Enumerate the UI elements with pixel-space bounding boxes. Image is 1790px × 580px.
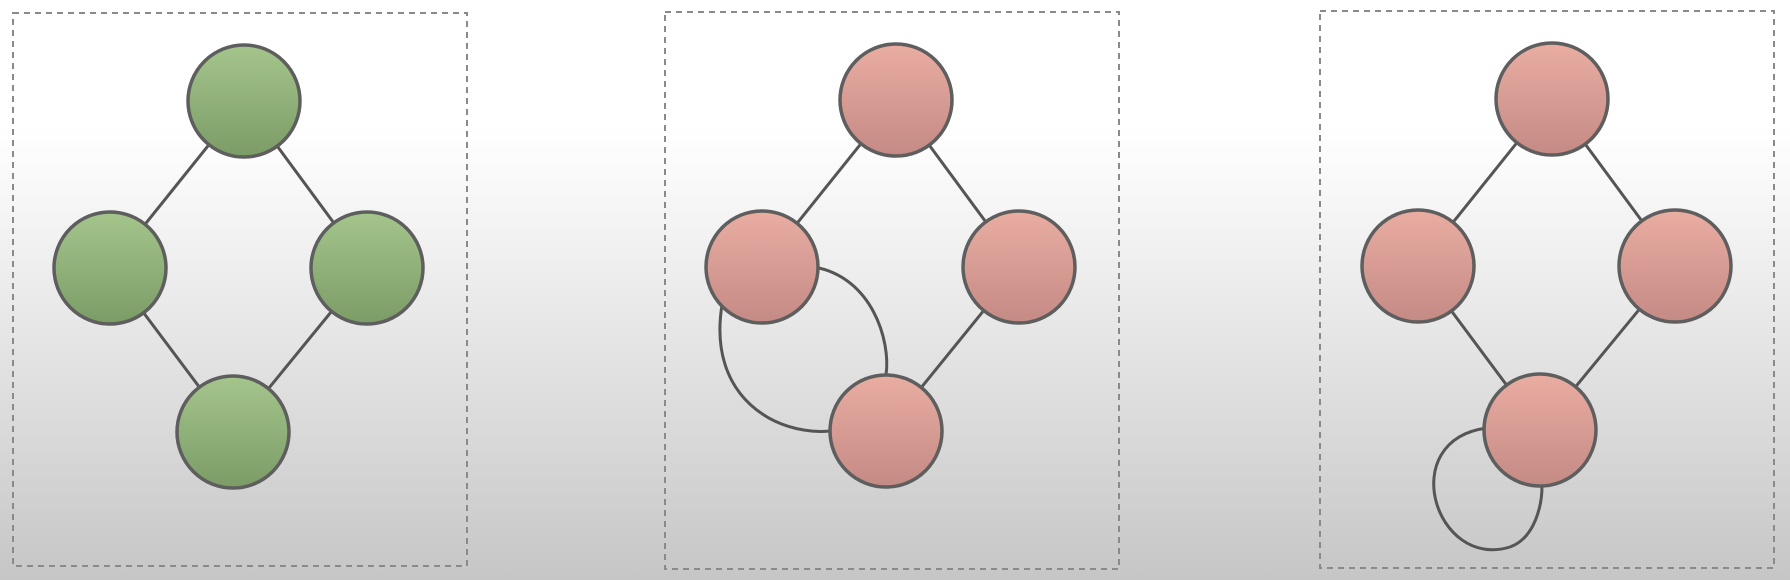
nodes	[704, 42, 1077, 489]
node-left	[704, 209, 820, 325]
node-bottom	[1482, 372, 1598, 488]
node-top	[1494, 41, 1610, 157]
panel-multigraph	[664, 11, 1120, 570]
dashed-frame	[664, 11, 1120, 570]
node-left	[1360, 208, 1476, 324]
edge-self-loop-bottom	[1432, 426, 1544, 551]
panel-simple-graph	[12, 12, 468, 567]
node-left	[52, 210, 168, 326]
node-bottom	[828, 373, 944, 489]
node-right	[961, 209, 1077, 325]
node-right	[309, 210, 425, 326]
node-bottom	[175, 374, 291, 490]
node-top	[838, 42, 954, 158]
edge-left-bottom-curve-b	[718, 303, 832, 433]
node-top	[186, 43, 302, 159]
nodes	[52, 43, 425, 490]
nodes	[1360, 41, 1733, 488]
panel-pseudograph	[1319, 10, 1775, 569]
edge-left-bottom-curve-a	[812, 265, 889, 377]
node-right	[1617, 208, 1733, 324]
dashed-frame	[12, 12, 468, 567]
dashed-frame	[1319, 10, 1775, 569]
